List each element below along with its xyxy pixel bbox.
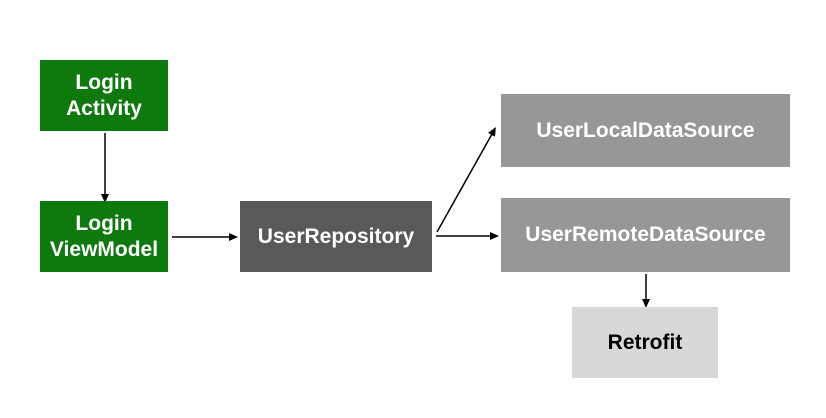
- node-user-remote-datasource: UserRemoteDataSource: [501, 198, 790, 272]
- node-user-local-datasource: UserLocalDataSource: [501, 94, 790, 167]
- arrow-user-repository-to-user-local-datasource: [436, 127, 496, 233]
- node-user-repository: UserRepository: [240, 201, 432, 272]
- node-label: UserRepository: [257, 224, 415, 248]
- node-login-activity: Login Activity: [40, 60, 168, 131]
- node-retrofit: Retrofit: [572, 307, 718, 378]
- node-login-viewmodel: Login ViewModel: [40, 201, 168, 272]
- node-label: Login ViewModel: [49, 212, 159, 261]
- node-label: UserRemoteDataSource: [525, 223, 766, 247]
- node-label: Retrofit: [607, 330, 683, 354]
- node-label: Login Activity: [66, 71, 142, 120]
- node-label: UserLocalDataSource: [536, 118, 755, 142]
